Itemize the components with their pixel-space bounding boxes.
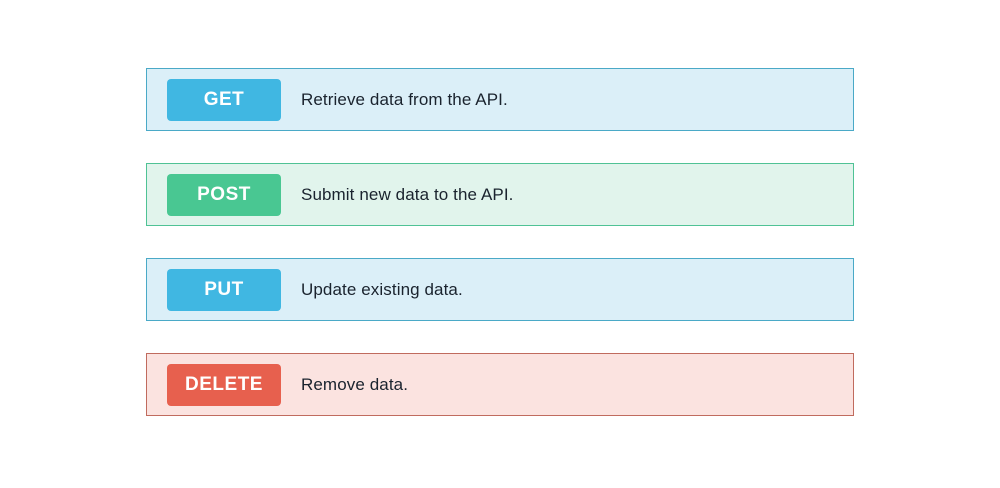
method-badge-get: GET xyxy=(167,78,281,121)
method-row-get: GET Retrieve data from the API. xyxy=(146,68,854,131)
method-badge-put: PUT xyxy=(167,268,281,311)
method-row-post: POST Submit new data to the API. xyxy=(146,163,854,226)
method-description-get: Retrieve data from the API. xyxy=(301,89,508,109)
method-description-post: Submit new data to the API. xyxy=(301,184,514,204)
method-row-delete: DELETE Remove data. xyxy=(146,353,854,416)
method-badge-delete: DELETE xyxy=(167,363,281,406)
method-row-put: PUT Update existing data. xyxy=(146,258,854,321)
method-description-delete: Remove data. xyxy=(301,374,409,394)
method-description-put: Update existing data. xyxy=(301,279,463,299)
method-badge-post: POST xyxy=(167,173,281,216)
